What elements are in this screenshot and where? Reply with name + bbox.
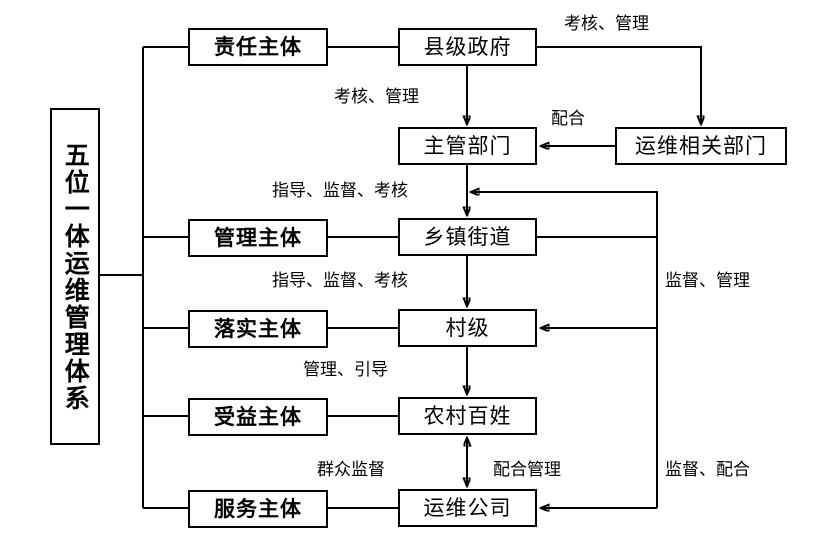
node-township-street-label: 乡镇街道	[423, 225, 512, 249]
node-management-label: 管理主体	[214, 226, 302, 250]
edge-label-manage-guide-text: 管理、引导	[303, 360, 388, 379]
node-implementation[interactable]: 落实主体	[188, 310, 328, 348]
edge-label-assess-manage-left-text: 考核、管理	[334, 87, 419, 106]
edge-label-assess-manage-top-text: 考核、管理	[564, 14, 649, 33]
node-competent-dept[interactable]: 主管部门	[398, 127, 537, 165]
edge-label-manage-guide: 管理、引导	[303, 361, 388, 378]
edge-label-guide-supervise-assess-2-text: 指导、监督、考核	[272, 271, 408, 290]
edge-label-supervise-manage: 监督、管理	[665, 272, 750, 289]
node-ops-related-dept[interactable]: 运维相关部门	[615, 127, 787, 165]
title-box: 五位一体运维管理体系	[50, 108, 100, 445]
node-implementation-label: 落实主体	[214, 317, 302, 341]
node-rural-residents[interactable]: 农村百姓	[398, 397, 537, 435]
node-village-level-label: 村级	[445, 316, 490, 340]
node-beneficiary[interactable]: 受益主体	[188, 398, 328, 436]
edge-label-supervise-cooperate-text: 监督、配合	[665, 460, 750, 479]
node-competent-dept-label: 主管部门	[423, 134, 512, 158]
edge-label-cooperate-text: 配合	[551, 109, 585, 128]
node-beneficiary-label: 受益主体	[214, 405, 302, 429]
edge-label-guide-supervise-assess-2: 指导、监督、考核	[272, 272, 408, 289]
node-ops-company-label: 运维公司	[423, 496, 512, 520]
node-rural-residents-label: 农村百姓	[423, 404, 512, 428]
edge-label-cooperative-management-text: 配合管理	[493, 460, 561, 479]
title-box-label: 五位一体运维管理体系	[61, 141, 90, 412]
edge-label-public-supervision-text: 群众监督	[317, 460, 385, 479]
node-responsibility[interactable]: 责任主体	[188, 28, 328, 66]
node-management[interactable]: 管理主体	[188, 219, 328, 257]
node-service[interactable]: 服务主体	[188, 490, 328, 528]
edge-label-supervise-manage-text: 监督、管理	[665, 271, 750, 290]
edge-label-cooperative-management: 配合管理	[493, 461, 561, 478]
edge-label-guide-supervise-assess-1: 指导、监督、考核	[272, 182, 408, 199]
node-ops-company[interactable]: 运维公司	[398, 489, 537, 527]
node-responsibility-label: 责任主体	[214, 35, 302, 59]
edge-label-cooperate: 配合	[551, 110, 585, 127]
edge-label-assess-manage-left: 考核、管理	[334, 88, 419, 105]
node-ops-related-dept-label: 运维相关部门	[635, 134, 767, 158]
edge-label-guide-supervise-assess-1-text: 指导、监督、考核	[272, 181, 408, 200]
node-county-government-label: 县级政府	[423, 35, 512, 59]
node-village-level[interactable]: 村级	[398, 309, 537, 347]
edge-label-assess-manage-top: 考核、管理	[564, 15, 649, 32]
node-service-label: 服务主体	[214, 497, 302, 521]
node-county-government[interactable]: 县级政府	[398, 28, 537, 66]
node-township-street[interactable]: 乡镇街道	[398, 218, 537, 256]
edge-label-supervise-cooperate: 监督、配合	[665, 461, 750, 478]
edge-label-public-supervision: 群众监督	[317, 461, 385, 478]
